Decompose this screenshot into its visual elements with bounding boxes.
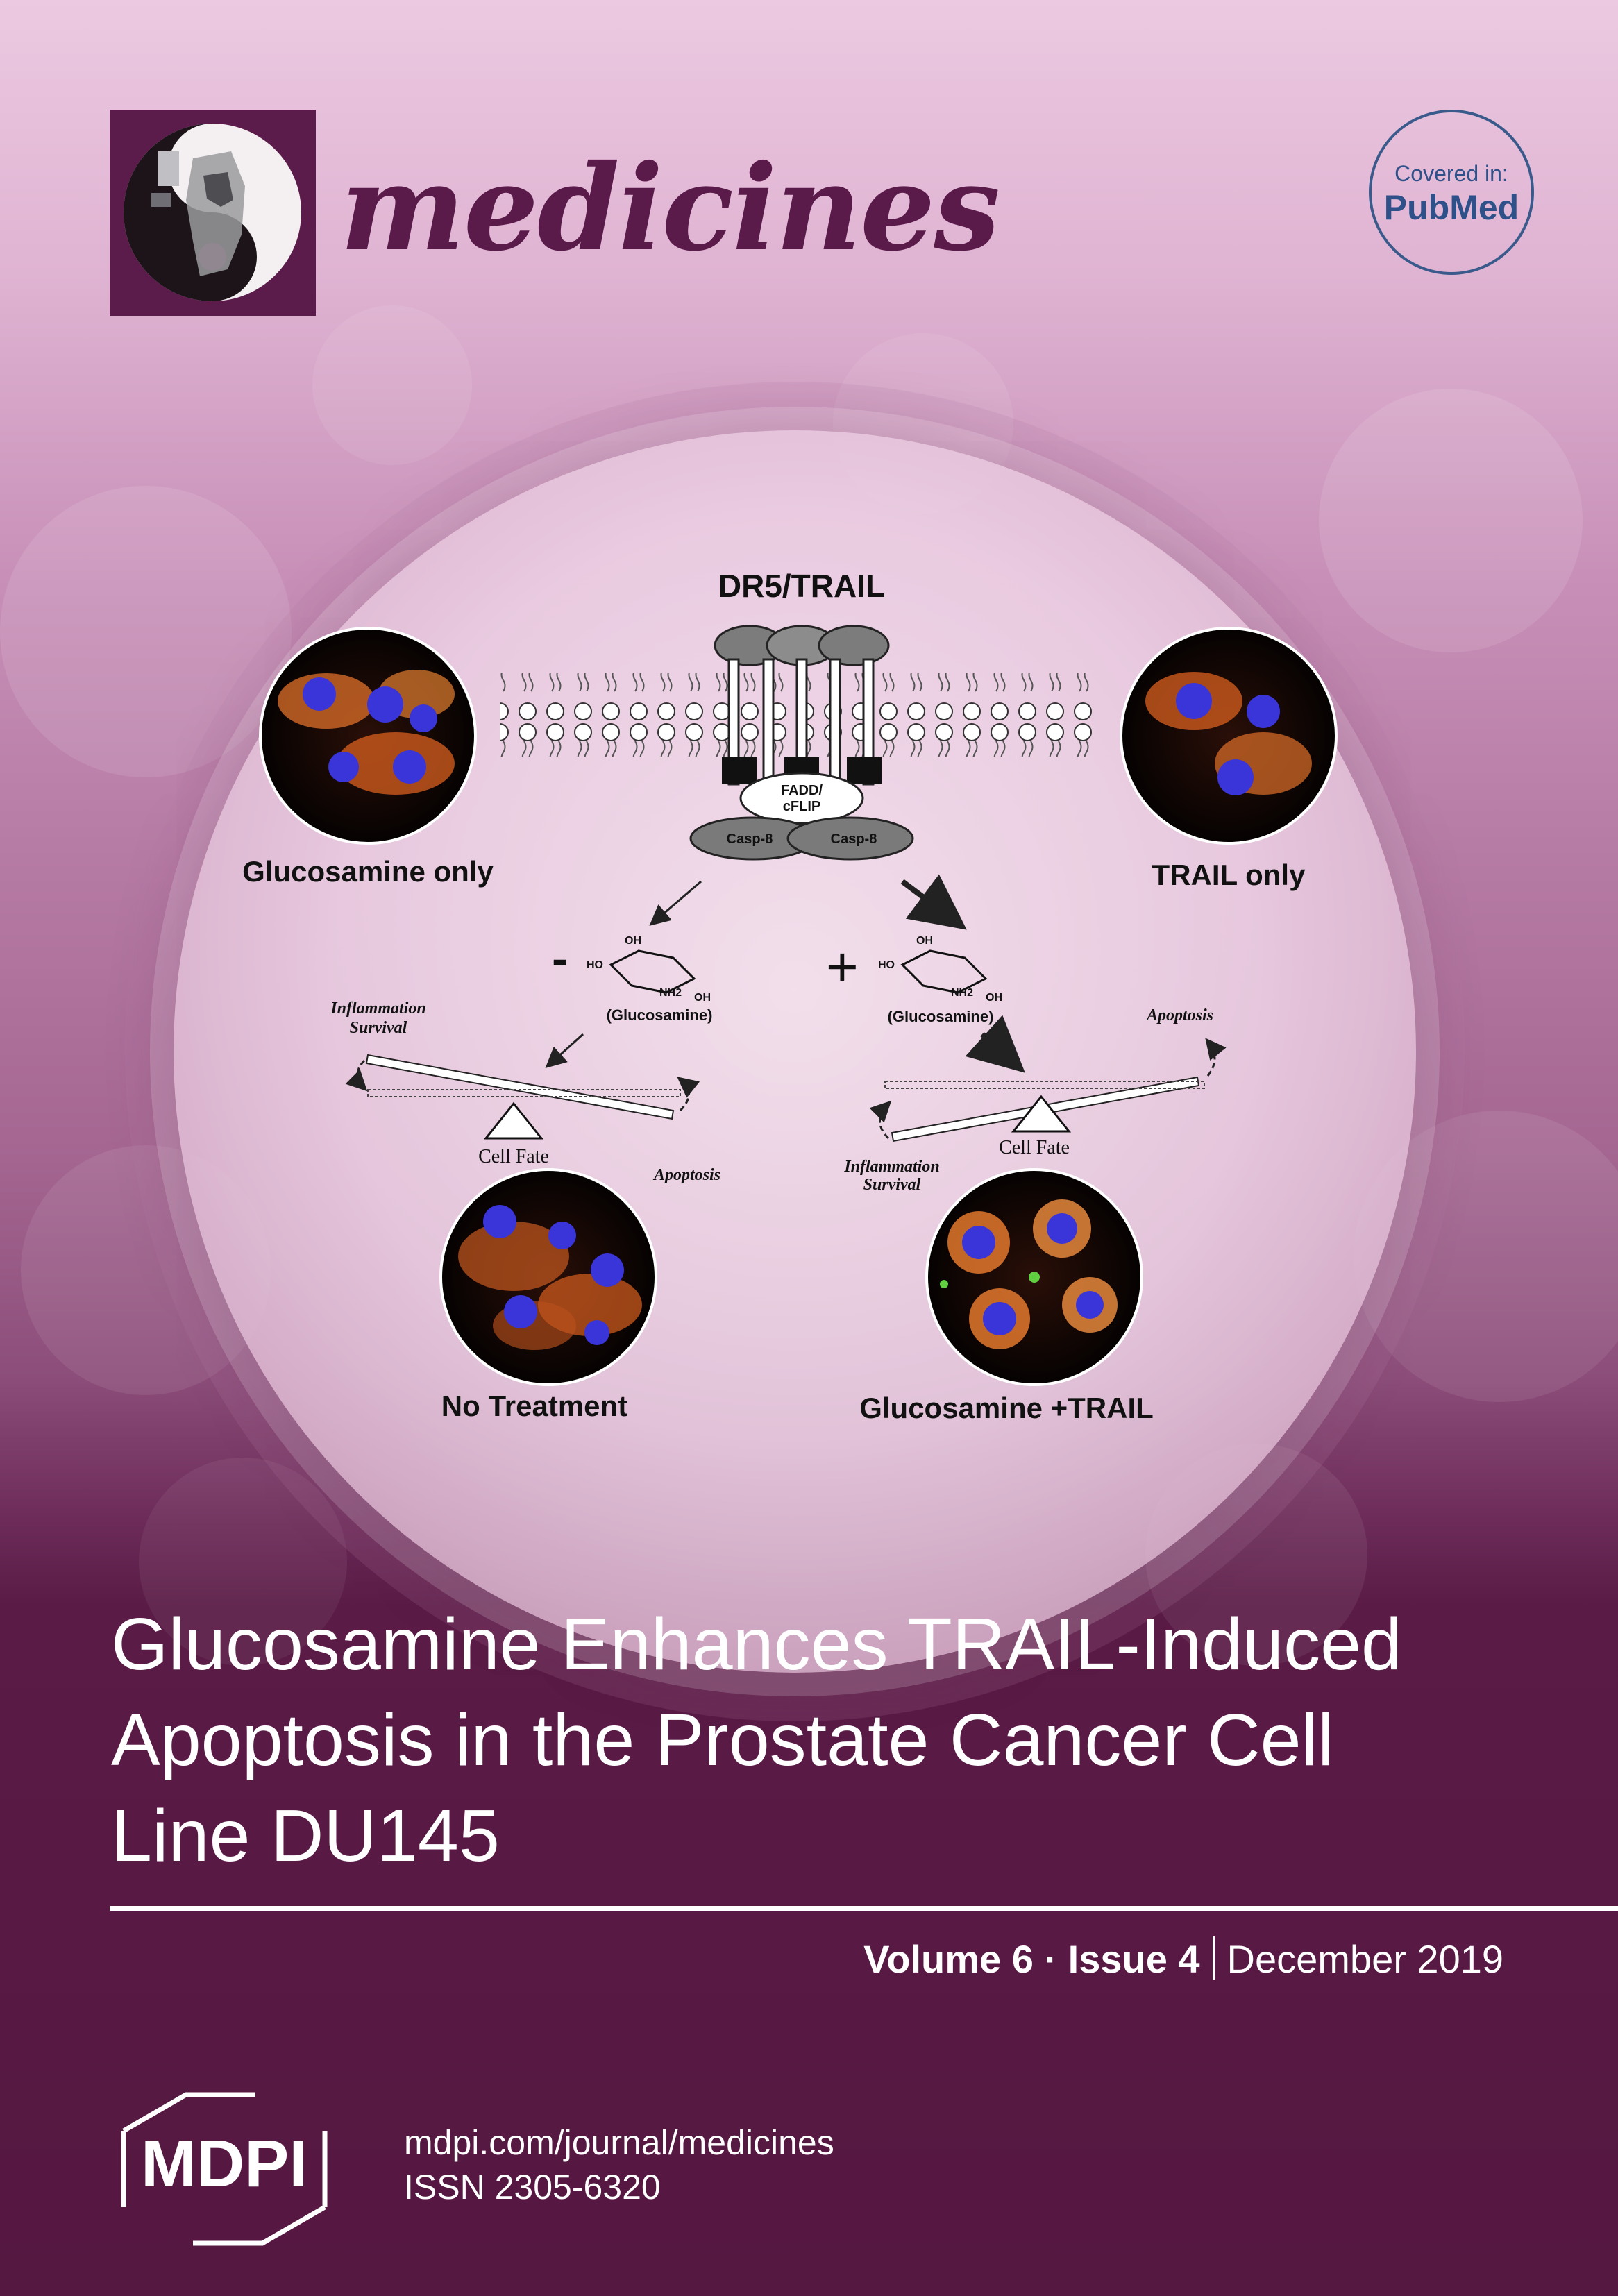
svg-text:OH: OH (986, 992, 1002, 1004)
arrow-right (900, 874, 967, 930)
title-line-3: Line DU145 (111, 1795, 500, 1877)
bubble (312, 305, 472, 465)
volume-issue-dot: · (1033, 1937, 1068, 1981)
svg-text:Inflammation: Inflammation (330, 999, 425, 1018)
casp8-left-label: Casp-8 (727, 832, 773, 847)
micrograph-trail-only: TRAIL only (1120, 627, 1338, 891)
caption-trail-only: TRAIL only (1152, 859, 1306, 891)
glucosamine-label-right: (Glucosamine) (888, 1008, 994, 1025)
fadd-label-2: cFLIP (783, 799, 820, 814)
balance-right: Apoptosis Cell Fate Inflammation Surviva… (843, 1006, 1227, 1194)
receptor-label: DR5/TRAIL (718, 568, 885, 604)
svg-text:HO: HO (878, 959, 895, 971)
bubble (139, 1458, 347, 1666)
article-title: Glucosamine Enhances TRAIL-Induced Apopt… (111, 1596, 1569, 1884)
journal-logo (110, 110, 316, 316)
journal-url[interactable]: mdpi.com/journal/medicines (404, 2123, 834, 2162)
pubmed-logo-text: PubMed (1383, 188, 1519, 227)
caption-no-treatment: No Treatment (441, 1390, 627, 1422)
balance-left: Inflammation Survival Cell Fate Apoptosi… (330, 999, 720, 1184)
pubmed-covered-text: Covered in: (1394, 161, 1508, 186)
micrograph-no-treatment: No Treatment (439, 1168, 657, 1422)
mdpi-logo: MDPI (121, 2092, 328, 2246)
svg-text:Inflammation: Inflammation (843, 1158, 939, 1176)
graphical-abstract: DR5/TRAIL FADD/ cFLIP Casp-8 Casp-8 (242, 568, 1338, 1424)
plus-sign: + (826, 936, 859, 997)
svg-text:Apoptosis: Apoptosis (652, 1166, 720, 1184)
issue-date: December 2019 (1227, 1937, 1503, 1981)
issue-separator (1212, 1936, 1215, 1980)
fadd-label-1: FADD/ (781, 783, 823, 798)
title-line-1: Glucosamine Enhances TRAIL-Induced (111, 1603, 1402, 1685)
yin-yang-head-icon (124, 124, 301, 301)
mdpi-hexagon-bottom (193, 2131, 328, 2246)
publisher-info: mdpi.com/journal/medicines ISSN 2305-632… (404, 2120, 834, 2209)
micrograph-glucosamine-only: Glucosamine only (242, 627, 494, 888)
glucosamine-right: + OH HO NH2 OH (Glucosamine) (826, 935, 1002, 1025)
issue-info: Volume 6 · Issue 4 December 2019 (863, 1936, 1503, 1982)
svg-text:Survival: Survival (350, 1019, 407, 1037)
svg-text:Survival: Survival (863, 1176, 921, 1194)
journal-title: medicines (340, 139, 1000, 278)
arrow-left (649, 880, 702, 926)
bubble (0, 486, 292, 777)
svg-text:NH2: NH2 (951, 987, 973, 999)
casp8-right-label: Casp-8 (831, 832, 877, 847)
glucosamine-left: - OH HO NH2 OH (Glucosamine) (552, 931, 712, 1024)
pubmed-badge: Covered in: PubMed (1369, 110, 1534, 275)
title-line-2: Apoptosis in the Prostate Cancer Cell (111, 1699, 1334, 1781)
svg-text:OH: OH (916, 935, 933, 947)
mdpi-logo-text: MDPI (141, 2127, 307, 2201)
issue-label: Issue 4 (1068, 1937, 1200, 1981)
mdpi-hexagon-top (121, 2092, 255, 2207)
dr5-trail-receptor: DR5/TRAIL FADD/ cFLIP Casp-8 Casp-8 (689, 568, 914, 861)
svg-text:OH: OH (625, 935, 641, 947)
glucosamine-label-left: (Glucosamine) (607, 1006, 713, 1024)
title-divider (110, 1906, 1618, 1911)
svg-text:Apoptosis: Apoptosis (1145, 1006, 1213, 1024)
svg-text:Cell Fate: Cell Fate (478, 1146, 549, 1167)
svg-text:OH: OH (694, 992, 711, 1004)
caption-glucosamine-only: Glucosamine only (242, 855, 494, 888)
issn: ISSN 2305-6320 (404, 2168, 661, 2206)
svg-text:Cell Fate: Cell Fate (999, 1137, 1070, 1158)
bubble (1319, 389, 1583, 652)
minus-sign: - (552, 931, 568, 986)
caption-glucosamine-trail: Glucosamine +TRAIL (859, 1392, 1154, 1424)
svg-text:HO: HO (587, 959, 603, 971)
svg-text:NH2: NH2 (659, 987, 682, 999)
micrograph-glucosamine-trail: Glucosamine +TRAIL (859, 1168, 1154, 1424)
volume-label: Volume 6 (863, 1937, 1034, 1981)
